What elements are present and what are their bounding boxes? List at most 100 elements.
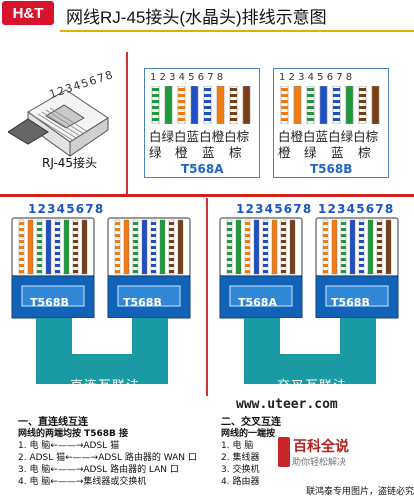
wire-stripe	[230, 106, 237, 109]
t568a-label: 蓝	[202, 145, 215, 160]
watermark-sub: 助你轻松解决	[292, 458, 347, 468]
plug-wire-stripe	[37, 270, 42, 273]
wire	[177, 86, 186, 124]
wire-stripe	[333, 106, 340, 109]
plug-wire-stripe	[151, 234, 156, 237]
plug-wire-stripe	[281, 264, 286, 267]
wire-stripe	[204, 94, 211, 97]
plug-wire-stripe	[73, 246, 78, 249]
plug-wire-stripe	[263, 264, 268, 267]
plug-wire-stripe	[73, 228, 78, 231]
t568b-label: 白	[303, 129, 316, 144]
plug-wire-stripe	[359, 228, 364, 231]
wire-stripe	[307, 118, 314, 121]
watermark-title: 百科全说	[293, 439, 349, 455]
plug-wire-stripe	[37, 234, 42, 237]
plug-wire-stripe	[245, 258, 250, 261]
t568b-label: 蓝	[315, 129, 329, 144]
wire-stripe	[281, 88, 288, 91]
plug-wire-stripe	[377, 270, 382, 273]
plug-wire-stripe	[19, 240, 24, 243]
plug-label-box	[117, 285, 181, 307]
notes-straight-title: 一、直连线互连	[18, 417, 88, 428]
plug-wire-stripe	[55, 222, 60, 225]
plug-wire-stripe	[115, 240, 120, 243]
wire	[280, 86, 289, 124]
plug-wire-stripe	[169, 234, 174, 237]
plug-wire-stripe	[377, 246, 382, 249]
straight-plug-a-label: T568B	[30, 296, 69, 309]
plug-wire-stripe	[55, 240, 60, 243]
wire-stripe	[178, 94, 185, 97]
plug-wire	[253, 219, 260, 275]
wire-stripe	[359, 112, 366, 115]
wire-stripe	[359, 88, 366, 91]
plug-wire-stripe	[169, 240, 174, 243]
notes-straight-line: 4. 电 脑←——→集线器或交换机	[18, 477, 147, 487]
straight-pin-numbers: 12345678	[28, 202, 105, 216]
t568b-label: 绿	[340, 129, 354, 144]
plug-label-box	[229, 285, 293, 307]
notes-cross-line: 4. 路由器	[221, 477, 260, 487]
wire-stripe	[230, 118, 237, 121]
straight-cable-diagram	[11, 217, 191, 384]
plug-wire-stripe	[169, 264, 174, 267]
t568a-label: 白	[149, 129, 162, 144]
t568b-label: 蓝	[331, 145, 344, 160]
plug-wire-stripe	[151, 246, 156, 249]
cable-gap	[72, 318, 132, 354]
wire-stripe	[204, 112, 211, 115]
notes-cross-title: 二、交叉互连	[221, 417, 281, 428]
t568b-label: 白	[328, 129, 341, 144]
t568a-color-row1: 白绿白蓝白橙白棕	[149, 126, 259, 145]
t568b-label: 棕	[365, 129, 379, 144]
plug-wire-stripe	[151, 240, 156, 243]
divider-horizontal	[0, 194, 414, 197]
plug-wire-stripe	[323, 252, 328, 255]
plug-wire-stripe	[37, 252, 42, 255]
t568b-label: 棕	[358, 145, 371, 160]
t568a-label: 棕	[229, 145, 242, 160]
plug-wire-stripe	[359, 234, 364, 237]
wire	[332, 86, 341, 124]
notes-straight-sub: 网线的两端均按 T568B 接	[18, 429, 129, 439]
plug-wire-stripe	[281, 258, 286, 261]
cable-gap	[280, 318, 340, 354]
wire-stripe	[333, 118, 340, 121]
plug-label-box	[325, 285, 389, 307]
wire-stripe	[307, 100, 314, 103]
notes-straight-line: 2. ADSL 猫←——→ADSL 路由器的 WAN 口	[18, 453, 197, 463]
plug-wire-stripe	[263, 240, 268, 243]
plug-wire-stripe	[227, 240, 232, 243]
straight-plug-b-label: T568B	[123, 296, 162, 309]
wire-stripe	[307, 88, 314, 91]
plug-wire-stripe	[133, 240, 138, 243]
plug-wire-stripe	[73, 240, 78, 243]
notes-cross-line: 2. 集线器	[221, 453, 260, 463]
cross-cable-diagram	[219, 217, 399, 384]
notes-cross-sub: 网线的一端按	[221, 429, 276, 439]
t568a-label: 白	[199, 129, 212, 144]
notes-straight-line: 1. 电 脑←——→ADSL 猫	[18, 441, 120, 451]
plug-wire-stripe	[359, 264, 364, 267]
plug-wire-stripe	[73, 234, 78, 237]
plug-wire-stripe	[227, 222, 232, 225]
t568a-wire-strip	[151, 86, 251, 124]
plug-wire-stripe	[55, 258, 60, 261]
cross-plug-b-label: T568B	[331, 296, 370, 309]
plug-wire-stripe	[359, 240, 364, 243]
plug-wire-stripe	[55, 252, 60, 255]
plug-wire-stripe	[323, 234, 328, 237]
plug-wire-stripe	[377, 222, 382, 225]
t568b-color-row2: 橙绿蓝棕	[278, 142, 388, 161]
wire-stripe	[204, 106, 211, 109]
wire-stripe	[307, 94, 314, 97]
notes-cross-line: 1. 电 脑	[221, 441, 254, 451]
plug-wire-stripe	[341, 264, 346, 267]
wire-stripe	[230, 88, 237, 91]
plug-wire-stripe	[245, 246, 250, 249]
plug-wire-stripe	[341, 228, 346, 231]
cross-pin-numbers-b: 12345678	[318, 202, 395, 216]
plug-wire-stripe	[115, 270, 120, 273]
plug-wire-stripe	[151, 252, 156, 255]
